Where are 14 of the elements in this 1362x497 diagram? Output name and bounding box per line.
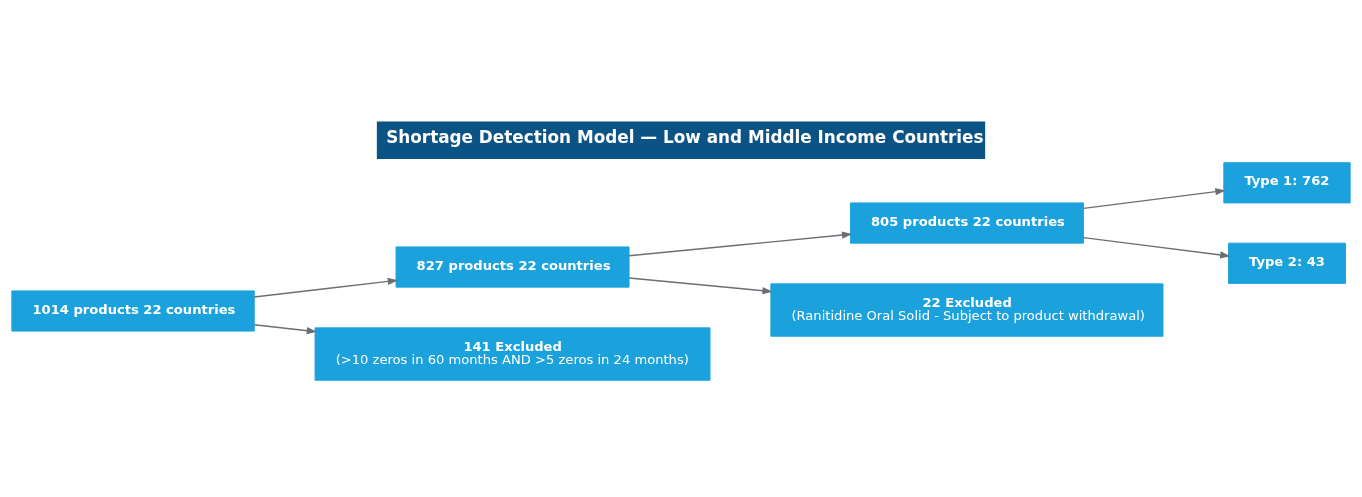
arrow [1082,187,1226,209]
arrow [628,231,853,256]
node-box: 827 products 22 countries [395,245,630,288]
node-box: 1014 products 22 countries [11,289,255,332]
arrow [1082,236,1231,259]
diagram-title: Shortage Detection Model — Low and Middle Income Countries [386,126,984,147]
arrow [628,276,773,294]
arrow [253,323,317,334]
node-box: Type 2: 43 [1228,242,1346,284]
node-box: 141 Excluded (>10 zeros in 60 months AND >5 zeros in 24 months) [314,326,711,381]
node-box: 805 products 22 countries [849,201,1084,244]
node-box: Type 1: 762 [1223,161,1351,203]
arrow [253,277,399,298]
node-box: 22 Excluded (Ranitidine Oral Solid - Subject to product withdrawal) [770,282,1164,337]
